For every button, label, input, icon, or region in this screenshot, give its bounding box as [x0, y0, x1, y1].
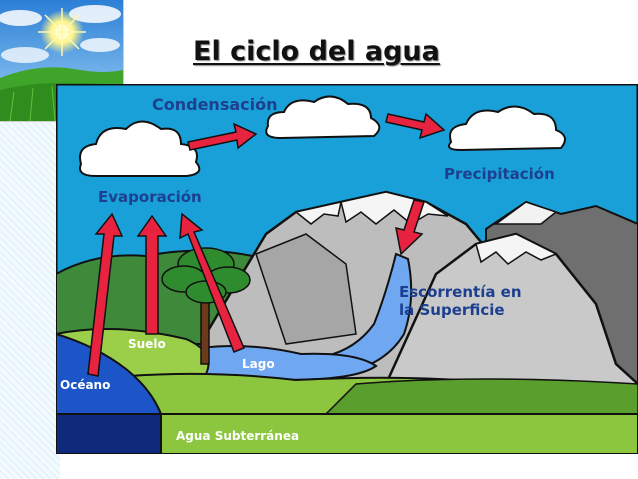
- label-condensation: Condensación: [152, 95, 278, 114]
- page-title: El ciclo del agua: [193, 36, 440, 67]
- label-runoff-line2: la Superficie: [399, 301, 505, 319]
- arrow-evaporation-ocean: [87, 212, 124, 377]
- mountain-shade: [255, 233, 357, 345]
- groundwater-ocean-layer: [56, 413, 162, 454]
- snowcap: [493, 201, 558, 225]
- label-ocean: Océano: [60, 378, 110, 392]
- label-precipitation: Precipitación: [444, 165, 555, 183]
- arrow-evaporation-lake: [179, 212, 245, 353]
- label-groundwater: Agua Subterránea: [176, 429, 299, 443]
- arrow-evaporation-soil: [136, 214, 168, 335]
- ocean: [56, 332, 163, 415]
- cloud-right: [448, 105, 566, 152]
- arrow-condensation-2: [385, 112, 446, 140]
- cloud-middle: [265, 95, 381, 140]
- water-cycle-diagram: Condensación Precipitación Evaporación E…: [56, 84, 638, 454]
- front-snowcap: [475, 233, 558, 265]
- label-soil: Suelo: [128, 337, 166, 351]
- cloud-left: [79, 120, 201, 177]
- arrow-precipitation: [395, 199, 425, 256]
- label-lake: Lago: [242, 357, 275, 371]
- label-evaporation: Evaporación: [98, 188, 202, 206]
- label-runoff-line1: Escorrentía en: [399, 283, 522, 301]
- left-snowcap: [294, 201, 342, 225]
- arrow-condensation-1: [187, 122, 258, 151]
